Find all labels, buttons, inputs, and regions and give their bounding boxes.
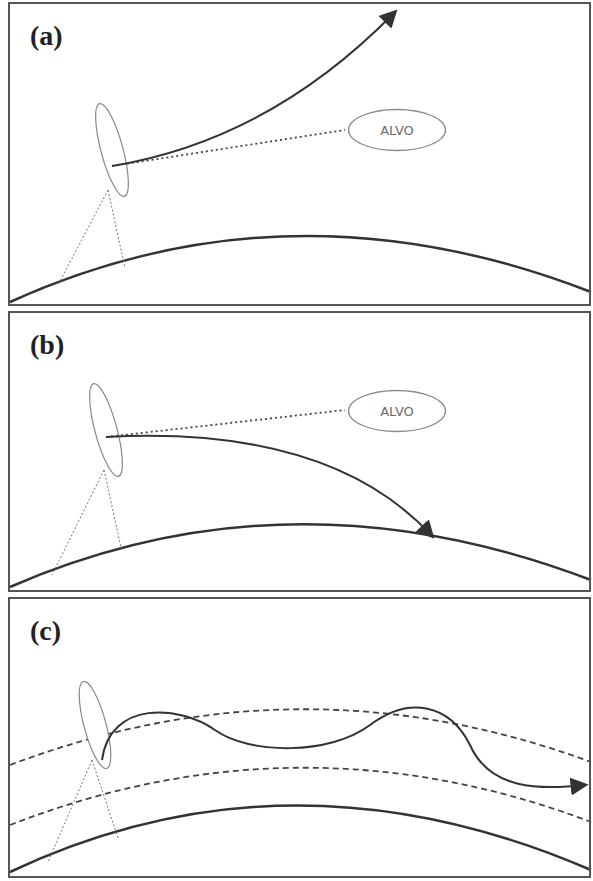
target-ellipse: ALVO	[347, 389, 447, 433]
antenna-mast	[92, 760, 118, 838]
target-label: ALVO	[380, 123, 414, 138]
antenna-mast	[48, 760, 92, 862]
panel-frame: (b) ALVO	[8, 311, 591, 592]
panel-frame: (a) ALVO	[8, 2, 591, 306]
panel-frame: (c)	[8, 597, 591, 878]
ducted-beam	[102, 708, 585, 788]
antenna-mast	[52, 470, 104, 575]
antenna-mast	[58, 190, 108, 285]
radar-dish	[83, 381, 129, 479]
panel-label: (c)	[30, 615, 61, 647]
ellipse-shape	[349, 391, 446, 432]
antenna-mast	[104, 470, 122, 552]
panel-label: (b)	[30, 329, 64, 361]
target-ellipse: ALVO	[347, 108, 447, 152]
line-of-sight	[112, 130, 345, 166]
radar-beam	[106, 436, 432, 536]
target-label: ALVO	[380, 404, 414, 419]
radar-dish	[73, 679, 118, 772]
line-of-sight	[106, 410, 345, 437]
earth-surface	[10, 236, 591, 302]
earth-surface	[10, 805, 591, 872]
ellipse-shape	[349, 110, 446, 151]
radar-dish	[89, 101, 135, 199]
radar-beam	[112, 12, 395, 166]
earth-surface	[10, 524, 591, 587]
antenna-mast	[108, 190, 125, 268]
panel-label: (a)	[30, 20, 63, 52]
